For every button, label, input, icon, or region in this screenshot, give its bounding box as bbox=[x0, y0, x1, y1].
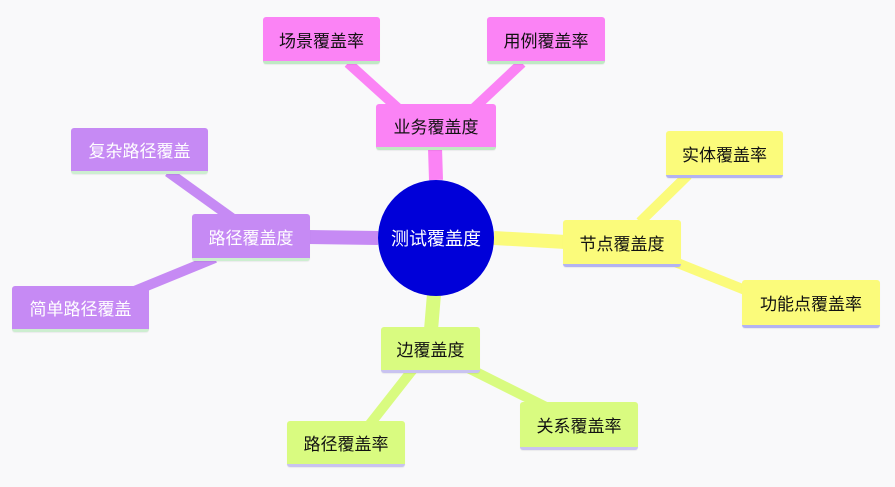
central-topic[interactable]: 测试覆盖度 bbox=[378, 180, 494, 296]
topic-edge-coverage[interactable]: 边覆盖度 bbox=[381, 327, 480, 373]
topic-business-coverage[interactable]: 业务覆盖度 bbox=[376, 104, 496, 150]
link-center-path bbox=[307, 230, 379, 245]
link-center-node bbox=[493, 231, 567, 249]
topic-function-coverage[interactable]: 功能点覆盖率 bbox=[742, 280, 880, 328]
topic-complex-path-coverage[interactable]: 复杂路径覆盖 bbox=[71, 128, 208, 174]
link-path-complex bbox=[165, 167, 235, 223]
topic-node-coverage[interactable]: 节点覆盖度 bbox=[563, 220, 681, 267]
topic-scene-coverage[interactable]: 场景覆盖率 bbox=[263, 17, 380, 64]
link-center-edge bbox=[424, 293, 441, 331]
topic-usecase-coverage[interactable]: 用例覆盖率 bbox=[487, 17, 605, 64]
link-edge-relation bbox=[465, 363, 551, 413]
link-business-usecase bbox=[468, 59, 526, 114]
link-business-scene bbox=[344, 59, 404, 114]
topic-entity-coverage[interactable]: 实体覆盖率 bbox=[666, 131, 783, 178]
topic-simple-path-coverage[interactable]: 简单路径覆盖 bbox=[12, 286, 149, 332]
topic-relation-coverage[interactable]: 关系覆盖率 bbox=[520, 402, 638, 450]
link-node-entity bbox=[636, 171, 692, 226]
link-edge-path bbox=[366, 364, 418, 428]
topic-path-rate[interactable]: 路径覆盖率 bbox=[287, 421, 405, 467]
topic-path-coverage[interactable]: 路径覆盖度 bbox=[192, 214, 310, 261]
link-center-business bbox=[428, 147, 443, 181]
